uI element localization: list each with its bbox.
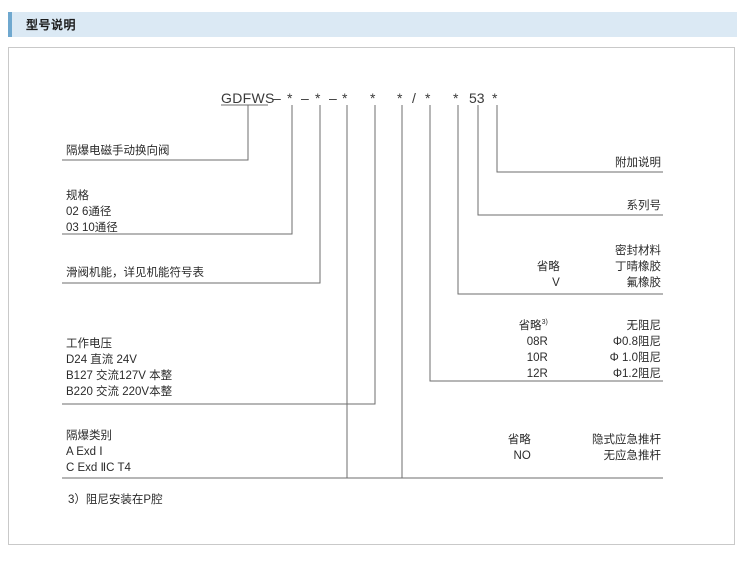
footnote: 3）阻尼安装在P腔 bbox=[68, 494, 163, 506]
damping-code-2: 10R bbox=[526, 351, 548, 364]
leader-product-type bbox=[62, 114, 249, 161]
label-working-voltage-opt-0: D24 直流 24V bbox=[66, 354, 137, 366]
label-specification-title: 规格 bbox=[66, 190, 89, 202]
label-explosion-proof-class: 隔爆类别 A Exd Ⅰ C Exd ⅡC T4 bbox=[66, 428, 131, 476]
label-specification-opt-1: 03 10通径 bbox=[66, 222, 118, 234]
label-specification: 规格 02 6通径 03 10通径 bbox=[66, 188, 118, 236]
push-rod-desc-1: 无应急推杆 bbox=[603, 450, 662, 462]
page-title: 型号说明 bbox=[26, 18, 77, 32]
label-product-type-line-0: 隔爆电磁手动换向阀 bbox=[66, 145, 170, 157]
diagram-frame bbox=[8, 47, 735, 545]
label-emergency-push-rod-row-0: 省略 隐式应急推杆 bbox=[438, 432, 661, 448]
label-explosion-proof-title: 隔爆类别 bbox=[66, 430, 112, 442]
label-damping-row-0: 省略3) 无阻尼 bbox=[438, 315, 661, 334]
label-spool-function: 滑阀机能，详见机能符号表 bbox=[66, 265, 204, 281]
leader-explosion-proof-class bbox=[62, 114, 403, 479]
leader-additional-note bbox=[496, 114, 663, 173]
label-working-voltage-opt-2: B220 交流 220V本整 bbox=[66, 386, 173, 398]
section-header-bar: 型号说明 bbox=[8, 12, 737, 37]
label-series-number: 系列号 bbox=[463, 198, 662, 214]
label-damping: 省略3) 无阻尼 08R Φ0.8阻尼 10R Φ 1.0阻尼 12R Φ1.2… bbox=[438, 315, 661, 382]
label-damping-row-2: 10R Φ 1.0阻尼 bbox=[438, 350, 661, 366]
label-spool-function-line-0: 滑阀机能，详见机能符号表 bbox=[66, 267, 204, 279]
damping-desc-0: 无阻尼 bbox=[626, 319, 662, 332]
leader-spool-function bbox=[62, 114, 321, 284]
seal-material-desc-1: 氟橡胶 bbox=[626, 277, 662, 289]
push-rod-code-1: NO bbox=[513, 450, 531, 462]
label-working-voltage: 工作电压 D24 直流 24V B127 交流127V 本整 B220 交流 2… bbox=[66, 336, 172, 400]
seal-material-code-0: 省略 bbox=[536, 261, 560, 273]
header-accent-bar bbox=[8, 12, 12, 37]
label-seal-material-row-0: 省略 丁晴橡胶 bbox=[463, 259, 661, 275]
label-additional-note-line-0: 附加说明 bbox=[615, 157, 661, 169]
leader-series-number bbox=[477, 114, 663, 216]
seal-material-code-1: V bbox=[552, 277, 560, 289]
label-emergency-push-rod: 省略 隐式应急推杆 NO 无应急推杆 bbox=[438, 432, 661, 464]
leader-working-voltage bbox=[62, 114, 376, 405]
damping-desc-3: Φ1.2阻尼 bbox=[612, 367, 661, 380]
damping-code-1: 08R bbox=[526, 335, 548, 348]
label-damping-row-1: 08R Φ0.8阻尼 bbox=[438, 334, 661, 350]
label-explosion-proof-opt-0: A Exd Ⅰ bbox=[66, 446, 103, 458]
damping-code-3: 12R bbox=[526, 367, 548, 380]
label-seal-material: 密封材料 省略 丁晴橡胶 V 氟橡胶 bbox=[463, 243, 661, 291]
label-working-voltage-title: 工作电压 bbox=[66, 338, 112, 350]
label-product-type: 隔爆电磁手动换向阀 bbox=[66, 143, 170, 159]
damping-code-0: 省略3) bbox=[518, 319, 548, 332]
leader-seal-material bbox=[457, 114, 663, 295]
push-rod-code-0: 省略 bbox=[507, 434, 531, 446]
damping-desc-2: Φ 1.0阻尼 bbox=[609, 351, 661, 364]
leader-damping bbox=[429, 114, 663, 382]
label-seal-material-row-1: V 氟橡胶 bbox=[463, 275, 661, 291]
label-series-number-line-0: 系列号 bbox=[626, 200, 662, 212]
label-damping-row-3: 12R Φ1.2阻尼 bbox=[438, 366, 661, 382]
label-explosion-proof-opt-1: C Exd ⅡC T4 bbox=[66, 462, 131, 474]
label-additional-note: 附加说明 bbox=[463, 155, 661, 171]
push-rod-desc-0: 隐式应急推杆 bbox=[592, 434, 661, 446]
damping-footnote-marker: 3) bbox=[541, 319, 548, 326]
seal-material-desc-0: 丁晴橡胶 bbox=[615, 261, 661, 273]
leader-emergency-push-rod bbox=[346, 114, 663, 479]
leader-specification bbox=[62, 114, 293, 235]
label-seal-material-title: 密封材料 bbox=[615, 245, 661, 257]
damping-desc-1: Φ0.8阻尼 bbox=[612, 335, 661, 348]
label-working-voltage-opt-1: B127 交流127V 本整 bbox=[66, 370, 173, 382]
label-specification-opt-0: 02 6通径 bbox=[66, 206, 112, 218]
label-emergency-push-rod-row-1: NO 无应急推杆 bbox=[438, 448, 661, 464]
